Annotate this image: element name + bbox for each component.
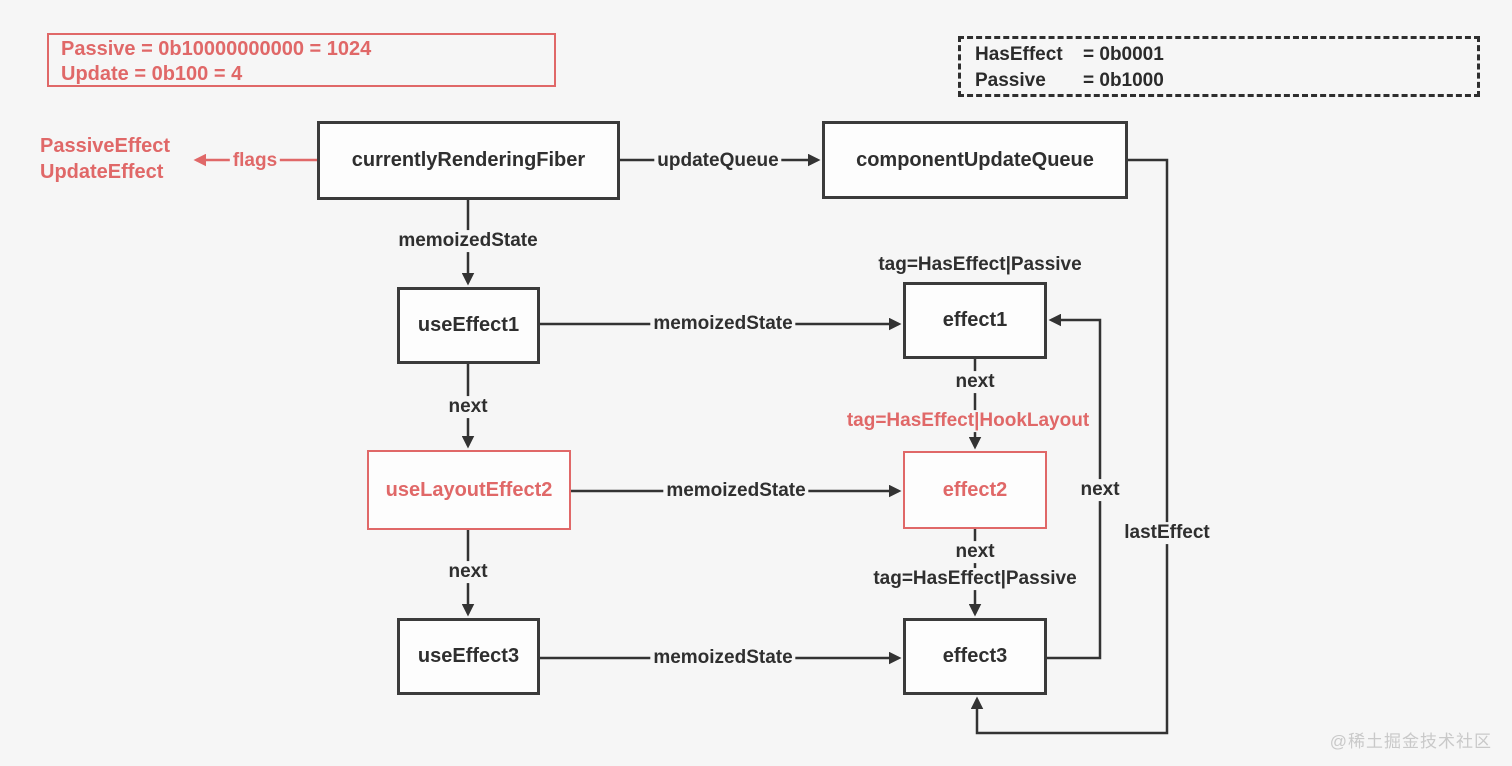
edge-label-next-effect2: next	[952, 541, 998, 563]
fiber-flag-updateeffect: UpdateEffect	[40, 161, 164, 183]
edge-label-flags: flags	[229, 150, 281, 172]
edge-label-updatequeue: updateQueue	[654, 150, 782, 172]
legend-tag-row: HasEffect = 0b0001	[975, 42, 1477, 68]
node-effect2: effect2	[903, 451, 1047, 529]
edge-label-next-loop: next	[1077, 479, 1123, 501]
node-componentupdatequeue: componentUpdateQueue	[822, 121, 1128, 199]
edge-label-memoizedstate-useeffect1: memoizedState	[650, 313, 796, 335]
node-currentlyrenderingfiber: currentlyRenderingFiber	[317, 121, 620, 200]
legend-tag-name: HasEffect	[975, 44, 1063, 65]
fiber-flag-passiveeffect: PassiveEffect	[40, 135, 171, 157]
node-effect1: effect1	[903, 282, 1047, 359]
edge-label-memoizedstate-fiber: memoizedState	[395, 230, 541, 252]
legend-tag-value: = 0b1000	[1083, 70, 1164, 91]
edge-label-next-effect1: next	[952, 371, 998, 393]
legend-tag-name: Passive	[975, 70, 1046, 91]
watermark: @稀土掘金技术社区	[1329, 732, 1492, 751]
legend-tag-value: = 0b0001	[1083, 44, 1164, 65]
node-uselayouteffect2: useLayoutEffect2	[367, 450, 571, 530]
edge-label-lasteffect: lastEffect	[1121, 522, 1213, 544]
fiber-flags-annotation: PassiveEffect UpdateEffect	[40, 133, 170, 185]
legend-flag-line-update: Update = 0b100 = 4	[61, 63, 243, 85]
legend-flag-line-passive: Passive = 0b10000000000 = 1024	[61, 38, 372, 60]
tag-label-effect3: tag=HasEffect|Passive	[870, 568, 1080, 590]
edge-label-memoizedstate-useeffect3: memoizedState	[650, 647, 796, 669]
tag-label-effect1: tag=HasEffect|Passive	[875, 254, 1085, 276]
legend-tag-row: Passive = 0b1000	[975, 68, 1477, 94]
node-useeffect1: useEffect1	[397, 287, 540, 364]
node-useeffect3: useEffect3	[397, 618, 540, 695]
edge-label-memoizedstate-uselayouteffect2: memoizedState	[663, 480, 809, 502]
legend-tag-values: HasEffect = 0b0001 Passive = 0b1000	[958, 36, 1480, 97]
edge-label-next-uselayouteffect2: next	[445, 561, 491, 583]
edge-label-next-useeffect1: next	[445, 396, 491, 418]
tag-label-effect2: tag=HasEffect|HookLayout	[843, 410, 1093, 432]
node-effect3: effect3	[903, 618, 1047, 695]
legend-flag-values: Passive = 0b10000000000 = 1024 Update = …	[47, 33, 556, 87]
arrow-lasteffect	[970, 158, 1169, 735]
